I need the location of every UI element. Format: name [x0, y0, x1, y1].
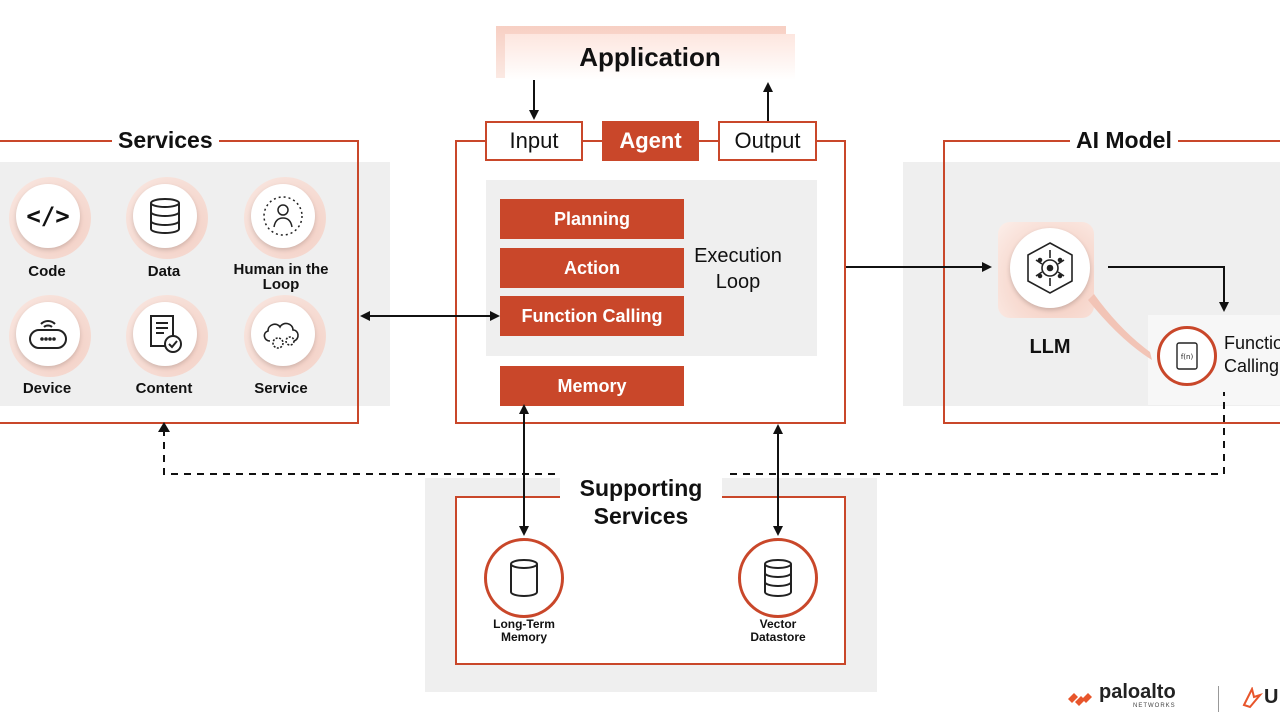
service-label: Service — [254, 380, 308, 397]
execution-loop-label: Execution Loop — [694, 245, 782, 293]
footer-divider — [1218, 686, 1219, 712]
device-icon — [16, 302, 80, 366]
paloalto-logo: paloalto NETWORKS — [1066, 681, 1176, 714]
cloud-gear-icon — [251, 302, 315, 366]
document-check-icon — [133, 302, 197, 366]
human-service — [244, 177, 326, 259]
paloalto-mark-icon — [1068, 693, 1092, 706]
application-title: Application — [579, 41, 721, 72]
function-icon: f(n) — [1157, 326, 1217, 386]
human-label: Human in the Loop — [233, 261, 329, 293]
database-icon — [133, 184, 197, 248]
code-label: Code — [28, 263, 66, 280]
function-calling-model-label: Functio Calling — [1224, 333, 1280, 376]
function-calling-label: Function Calling — [521, 305, 663, 326]
action-label: Action — [564, 257, 620, 278]
application-header: Application — [505, 34, 795, 80]
llm-callout-tail — [1088, 294, 1152, 360]
content-label: Content — [135, 380, 193, 397]
data-service — [126, 177, 208, 259]
long-term-memory-icon — [484, 538, 564, 618]
llm-icon — [1010, 228, 1090, 308]
code-icon: </> — [16, 184, 80, 248]
ai-model-title: AI Model — [1070, 127, 1178, 154]
dashed-feedback-right — [730, 392, 1225, 475]
memory-label: Memory — [557, 375, 627, 396]
planning-label: Planning — [554, 208, 630, 229]
brand-name: paloalto — [1099, 681, 1176, 703]
input-label: Input — [509, 128, 559, 153]
memory-box: Memory — [500, 366, 684, 406]
content-service — [126, 295, 208, 377]
long-term-memory-label: Long-Term Memory — [493, 617, 555, 644]
device-label: Device — [22, 380, 72, 397]
vector-datastore-label: Vector Datastore — [750, 617, 806, 644]
input-box: Input — [485, 121, 583, 161]
data-label: Data — [147, 263, 181, 280]
services-title: Services — [112, 127, 219, 154]
device-service — [9, 295, 91, 377]
partner-text: U — [1264, 686, 1279, 708]
output-box: Output — [718, 121, 817, 161]
brand-sub: NETWORKS — [1133, 703, 1176, 709]
llm-to-function-arrow — [1108, 266, 1229, 312]
supporting-title: Supporting Services — [560, 474, 722, 530]
agent-title: Agent — [619, 128, 682, 153]
partner-mark-icon — [1242, 686, 1264, 708]
dashed-feedback-left-head — [158, 422, 170, 432]
planning-box: Planning — [500, 199, 684, 239]
output-label: Output — [734, 128, 801, 153]
function-calling-box: Function Calling — [500, 296, 684, 336]
vector-datastore-icon — [738, 538, 818, 618]
llm-label: LLM — [1029, 336, 1071, 358]
partner-logo: U — [1240, 686, 1278, 709]
code-service: </> — [9, 177, 91, 259]
agent-title-box: Agent — [602, 121, 699, 161]
fn-glyph: f(n) — [1181, 353, 1194, 361]
cloud-service — [244, 295, 326, 377]
dashed-feedback-left — [163, 430, 555, 475]
action-box: Action — [500, 248, 684, 288]
human-icon — [251, 184, 315, 248]
